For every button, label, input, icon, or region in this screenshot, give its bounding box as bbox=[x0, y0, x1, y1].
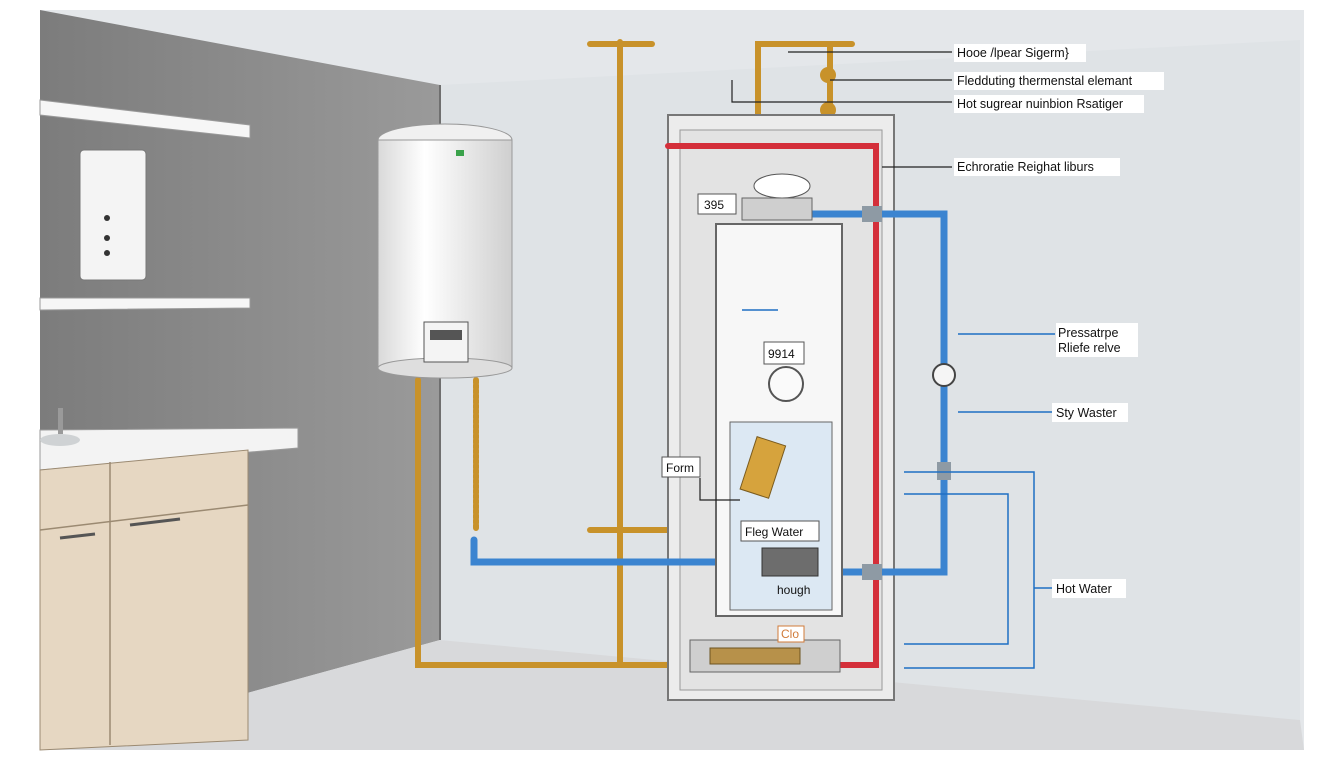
control-dot-icon bbox=[104, 250, 110, 256]
label-sty-waster: Sty Waster bbox=[1056, 406, 1117, 420]
label-pressatre-line1: Pressatrpe bbox=[1058, 326, 1118, 340]
callout-lines bbox=[699, 51, 952, 501]
sediment-drain-icon bbox=[709, 647, 801, 665]
cabinet-handle-icon bbox=[59, 532, 96, 540]
gas-valve-icon bbox=[820, 67, 836, 83]
pipe-fitting-icon bbox=[862, 206, 882, 222]
pipe-fitting-icon bbox=[862, 564, 882, 580]
cabinet-drawer-line bbox=[39, 504, 249, 531]
hot-water-bracket-inner bbox=[904, 493, 1009, 645]
label-bg bbox=[954, 95, 1144, 113]
tag-form bbox=[661, 456, 701, 478]
readout-395-text: 395 bbox=[704, 198, 724, 212]
draft-hood-icon bbox=[753, 173, 811, 199]
label-hose: Hooe /lpear Sigerm} bbox=[957, 46, 1069, 60]
label-element: Fledduting thermenstal elemant bbox=[957, 74, 1133, 88]
readout-9914 bbox=[763, 341, 805, 365]
tag-fleg-water bbox=[740, 520, 820, 542]
pipe-fitting-icon bbox=[937, 462, 951, 480]
tank-display-icon bbox=[430, 330, 462, 340]
sink-icon bbox=[40, 434, 80, 446]
cabinet bbox=[39, 449, 249, 751]
cabinet-handle-icon bbox=[129, 517, 181, 527]
label-hot-water: Hot Water bbox=[1056, 582, 1112, 596]
leader-lines bbox=[742, 309, 1055, 669]
gas-pipe-main bbox=[415, 39, 623, 668]
tag-fleg-water-text: Fleg Water bbox=[745, 525, 803, 539]
label-bg bbox=[954, 44, 1086, 62]
readout-bottom-text: Clo bbox=[781, 627, 799, 641]
label-bg bbox=[1056, 323, 1138, 357]
label-bg bbox=[1052, 579, 1126, 598]
hot-sugrear-leader bbox=[731, 80, 952, 103]
label-bg bbox=[954, 72, 1164, 90]
gas-control-valve-icon bbox=[761, 547, 819, 577]
flue-collar-icon bbox=[741, 197, 813, 221]
control-dot-icon bbox=[104, 235, 110, 241]
readout-bottom bbox=[777, 625, 805, 643]
label-bg bbox=[1052, 403, 1128, 422]
tank-control-panel bbox=[423, 321, 469, 363]
readout-395 bbox=[697, 193, 737, 215]
wall-control-panel bbox=[79, 149, 147, 281]
cold-pipe-feed bbox=[470, 536, 764, 566]
burner-coil-icon bbox=[739, 436, 787, 499]
heater-dial-icon bbox=[768, 366, 804, 402]
label-pressatre-line2: Rliefe relve bbox=[1058, 341, 1121, 355]
countertop bbox=[39, 427, 299, 471]
label-bg bbox=[954, 158, 1120, 176]
label-hot-sugrear: Hot sugrear nuinbion Rsatiger bbox=[957, 97, 1123, 111]
control-dot-icon bbox=[104, 215, 110, 221]
form-leader bbox=[699, 478, 740, 501]
readout-9914-text: 9914 bbox=[768, 347, 795, 361]
tag-form-text: Form bbox=[666, 461, 694, 475]
faucet-icon bbox=[58, 408, 63, 434]
shelf-bottom bbox=[39, 297, 251, 311]
tag-hough bbox=[774, 582, 818, 598]
shelf-top bbox=[39, 99, 251, 139]
tag-hough-text: hough bbox=[777, 583, 810, 597]
brand-logo-icon bbox=[456, 150, 464, 156]
label-echroratie: Echroratie Reighat liburs bbox=[957, 160, 1094, 174]
pressure-gauge-icon bbox=[932, 363, 956, 387]
hot-water-bracket bbox=[904, 471, 1035, 669]
